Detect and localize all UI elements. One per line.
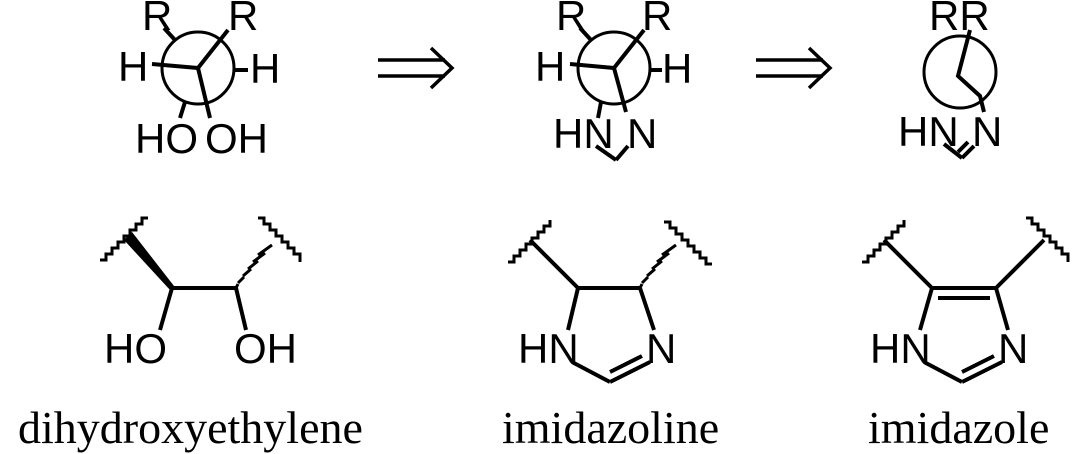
structure-imidazoline: HN N imidazoline: [502, 220, 719, 453]
newman-label-bottom-left: HN: [898, 108, 959, 155]
ring-bond-c-n: [614, 144, 630, 162]
newman-projection-diol: R R H H HO OH: [118, 0, 280, 162]
label-left-group: HO: [104, 325, 167, 372]
wavy-bond-right: [1026, 216, 1070, 262]
c2-n1-double-bond-inner: [961, 354, 995, 374]
c4-n3-bond: [918, 287, 934, 331]
newman-rear-bond-upper-left: [578, 26, 593, 42]
newman-label-left: H: [535, 43, 565, 90]
ring-bond-c-n-double-inner: [956, 140, 970, 154]
label-n: N: [646, 325, 676, 372]
newman-label-right: H: [662, 45, 692, 92]
implies-arrow: [756, 46, 833, 90]
hashed-bond: [638, 243, 677, 289]
c2-n1-double-bond: [961, 360, 1003, 384]
c4-n3-bond: [566, 287, 580, 331]
newman-projection-imidazole: RR HN N: [898, 0, 1002, 160]
c-o-bond-left: [158, 287, 174, 331]
wavy-bond-right: [258, 216, 302, 262]
newman-label-top-left: R: [142, 0, 172, 39]
newman-label-left: H: [118, 43, 148, 90]
newman-front-bond-upper-right: [196, 28, 230, 70]
newman-label-bottom-right: N: [972, 108, 1002, 155]
caption-imidazoline: imidazoline: [502, 402, 719, 453]
newman-rear-bond-lower-left: [178, 101, 187, 119]
newman-label-top-right: R: [228, 0, 258, 39]
label-right-group: OH: [234, 325, 297, 372]
caption-dihydroxyethylene: dihydroxyethylene: [18, 402, 363, 453]
newman-label-bottom-right: OH: [205, 115, 268, 162]
ring-bond-n-c: [942, 142, 964, 160]
substituent-bond-right: [994, 238, 1046, 290]
c-o-bond-right: [234, 287, 248, 331]
newman-eclipsed-bonds: [955, 29, 986, 113]
substituent-bond-left: [882, 238, 934, 290]
structure-imidazole: HN N imidazole: [862, 216, 1070, 453]
newman-projection-imidazoline: R R H H HN N: [535, 0, 692, 162]
c5-n1-bond: [994, 287, 1010, 331]
caption-imidazole: imidazole: [868, 402, 1049, 453]
c2-n1-double-bond: [609, 360, 651, 384]
newman-label-right: H: [250, 45, 280, 92]
c2-n1-double-bond-inner: [609, 354, 643, 374]
newman-label-top-right: R: [642, 0, 672, 39]
wedge-bond: [124, 232, 174, 290]
newman-rear-bond-upper-left: [162, 26, 177, 42]
newman-front-bond-left: [151, 62, 199, 70]
newman-front-bond-upper-right: [612, 28, 646, 70]
ring-bond-c-n-double: [960, 144, 976, 160]
label-nh: HN: [518, 325, 579, 372]
newman-circle: [922, 34, 998, 110]
newman-front-bond-lower: [612, 67, 628, 113]
ring-bond-n-c: [594, 144, 618, 162]
substituent-bond-left: [528, 238, 580, 290]
newman-rear-bond-lower-left: [596, 101, 603, 119]
newman-label-bottom-right: N: [627, 110, 657, 157]
label-nh: HN: [870, 325, 931, 372]
newman-front-bond-left: [569, 62, 615, 70]
n3-c2-bond: [923, 360, 963, 384]
c5-n1-bond: [638, 287, 656, 331]
newman-label-top-left: R: [556, 0, 586, 39]
newman-label-bottom-left: HN: [553, 110, 614, 157]
hashed-bond: [234, 243, 273, 289]
implies-arrow: [378, 46, 455, 90]
newman-label-top: RR: [929, 0, 990, 39]
structure-dihydroxyethylene: HO OH dihydroxyethylene: [18, 216, 363, 453]
n3-c2-bond: [571, 360, 611, 384]
wavy-bond-right: [664, 220, 712, 266]
newman-label-bottom-left: HO: [135, 115, 198, 162]
label-n: N: [998, 325, 1028, 372]
newman-front-bond-lower: [196, 67, 212, 119]
wavy-bond-left: [100, 216, 148, 262]
